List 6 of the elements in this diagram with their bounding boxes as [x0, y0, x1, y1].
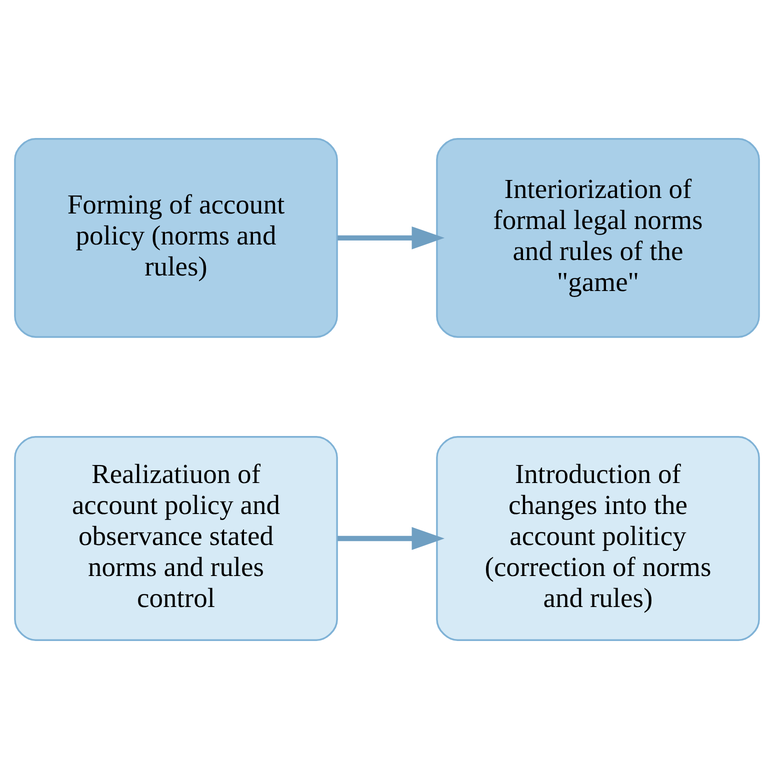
node-box: Interiorization of formal legal norms and rules of the "game" [436, 138, 760, 338]
node-box: Realizatiuon of account policy and observance stated norms and rules control [14, 436, 338, 640]
arrow [338, 226, 445, 249]
node-box: Forming of account policy (norms and rules) [14, 138, 338, 338]
arrow [338, 526, 445, 550]
node-box: Introduction of changes into the account politicy (correction of norms and rules) [436, 436, 760, 640]
